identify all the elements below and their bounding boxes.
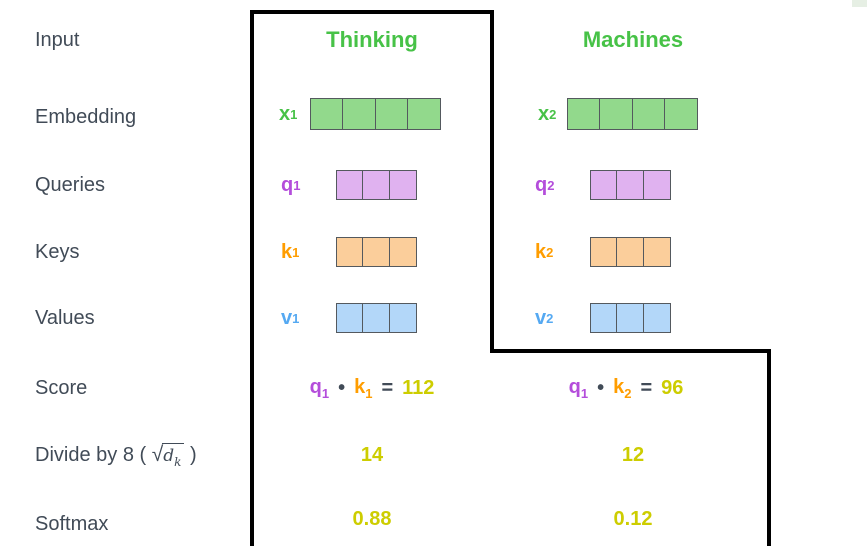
vector-cell <box>642 237 671 267</box>
row-label-keys: Keys <box>35 241 80 263</box>
value-vector-v1 <box>336 303 417 333</box>
divide-result-thinking: 14 <box>360 444 384 466</box>
row-label-softmax: Softmax <box>35 513 109 535</box>
score-equation-thinking: q1 • k1 = 112 <box>252 373 492 403</box>
row-label-queries: Queries <box>35 174 106 196</box>
vector-cell <box>310 98 344 130</box>
vector-cell <box>567 98 601 130</box>
vector-cell <box>336 237 364 267</box>
vector-cell <box>616 170 645 200</box>
dot-product-icon: • <box>338 376 346 399</box>
row-label-input: Input <box>35 29 80 51</box>
vector-cell <box>362 170 391 200</box>
column-header-machines: Machines <box>582 27 684 52</box>
vector-cell <box>336 170 364 200</box>
softmax-result-thinking: 0.88 <box>352 508 392 530</box>
vector-cell <box>664 98 699 130</box>
vector-cell <box>342 98 377 130</box>
query-vector-q1 <box>336 170 417 200</box>
vector-cell <box>642 303 671 333</box>
vector-cell <box>642 170 671 200</box>
row-label-score: Score <box>35 377 88 399</box>
vector-cell <box>599 98 634 130</box>
row-label-divide: Divide by 8 ( √dk ) <box>35 440 197 470</box>
radical-sign: √ <box>151 443 164 466</box>
score-k-term: k1 <box>354 375 373 401</box>
vector-cell <box>616 237 645 267</box>
sqrt-dk-formula: √dk <box>151 443 185 469</box>
vector-cell <box>388 237 417 267</box>
vector-cell <box>362 303 391 333</box>
score-equation-machines: q1 • k2 = 96 <box>490 373 762 403</box>
vector-cell <box>374 98 409 130</box>
vector-cell <box>388 303 417 333</box>
equals-sign: = <box>640 376 653 399</box>
vector-cell <box>407 98 442 130</box>
vector-cell <box>362 237 391 267</box>
divide-prefix: Divide by 8 ( <box>35 444 152 466</box>
equals-sign: = <box>381 376 394 399</box>
embedding-vector-x1 <box>310 98 442 130</box>
key-vector-k1 <box>336 237 417 267</box>
row-label-embedding: Embedding <box>35 106 137 128</box>
vector-cell <box>590 170 618 200</box>
embedding-vector-x2 <box>567 98 699 130</box>
value-vector-v2 <box>590 303 671 333</box>
vector-cell <box>590 303 618 333</box>
column-header-thinking: Thinking <box>326 27 418 52</box>
dot-product-icon: • <box>597 376 605 399</box>
score-result: 96 <box>661 376 684 399</box>
radicand: dk <box>162 443 185 469</box>
corner-artifact <box>852 0 867 7</box>
score-result: 112 <box>402 376 435 399</box>
softmax-result-machines: 0.12 <box>613 508 653 530</box>
vector-cell <box>590 237 618 267</box>
divide-result-machines: 12 <box>621 444 645 466</box>
query-vector-q2 <box>590 170 671 200</box>
vector-cell <box>336 303 364 333</box>
score-q-term: q1 <box>309 375 330 401</box>
score-k-term: k2 <box>613 375 632 401</box>
vector-cell <box>388 170 417 200</box>
row-label-values: Values <box>35 307 95 329</box>
divide-suffix: ) <box>184 444 197 466</box>
key-vector-k2 <box>590 237 671 267</box>
vector-cell <box>616 303 645 333</box>
score-q-term: q1 <box>568 375 589 401</box>
vector-cell <box>631 98 666 130</box>
